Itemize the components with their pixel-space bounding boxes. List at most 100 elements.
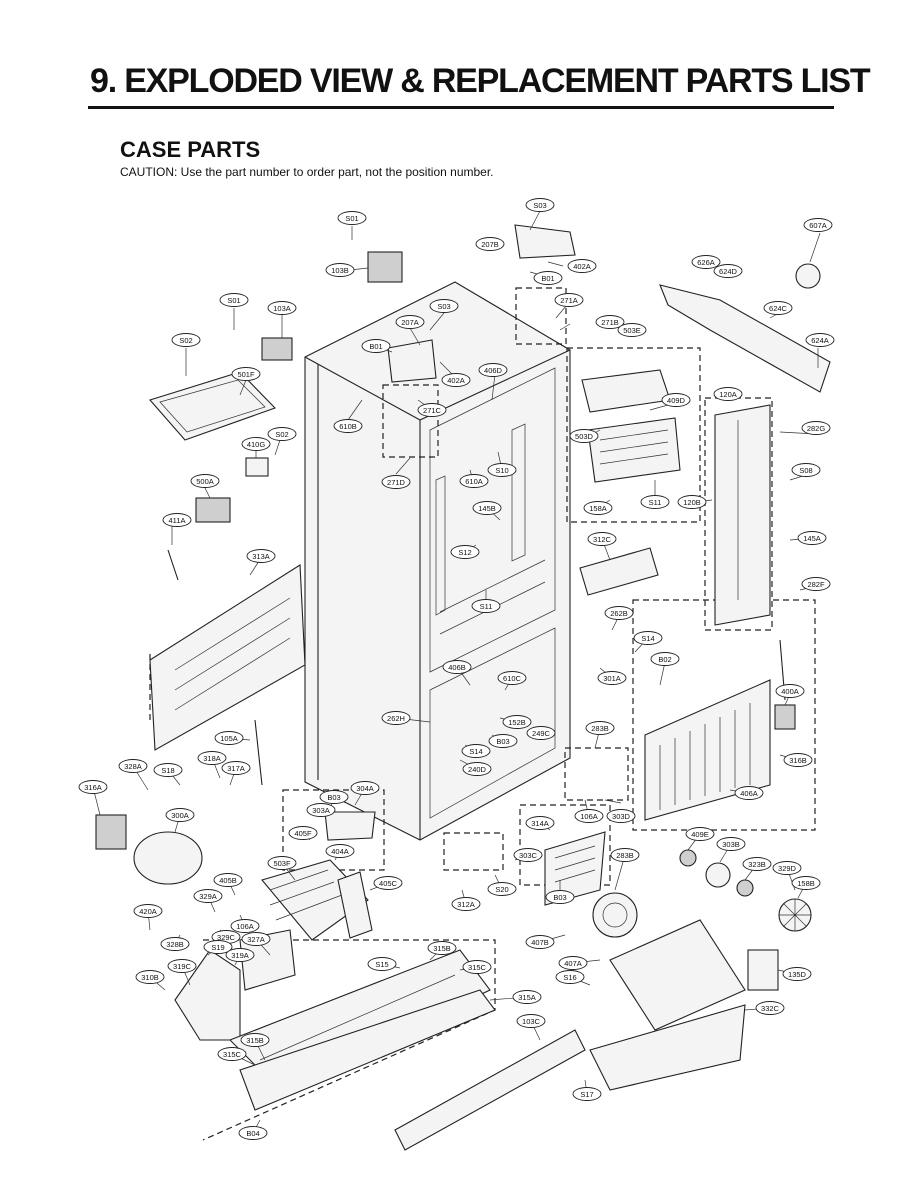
svg-text:283B: 283B bbox=[616, 851, 634, 860]
svg-text:271D: 271D bbox=[387, 478, 406, 487]
svg-text:S19: S19 bbox=[211, 943, 224, 952]
svg-text:315C: 315C bbox=[223, 1050, 242, 1059]
callout-label: 405B bbox=[213, 873, 243, 887]
svg-text:103B: 103B bbox=[331, 266, 349, 275]
callout-label: 315B bbox=[427, 941, 457, 955]
svg-text:319A: 319A bbox=[231, 951, 249, 960]
svg-text:271B: 271B bbox=[601, 318, 619, 327]
callout-label: 405F bbox=[288, 826, 318, 840]
svg-text:120B: 120B bbox=[683, 498, 701, 507]
callout-label: B02 bbox=[650, 652, 680, 666]
svg-text:S17: S17 bbox=[580, 1090, 593, 1099]
svg-text:S02: S02 bbox=[275, 430, 288, 439]
callout-label: 402A bbox=[441, 373, 471, 387]
part-drawings bbox=[92, 210, 831, 1151]
callout-label: 610A bbox=[459, 474, 489, 488]
svg-text:410G: 410G bbox=[247, 440, 266, 449]
callout-label: 207B bbox=[475, 237, 505, 251]
callout-label: 303B bbox=[716, 837, 746, 851]
svg-text:314A: 314A bbox=[531, 819, 549, 828]
svg-text:262B: 262B bbox=[610, 609, 628, 618]
svg-text:407A: 407A bbox=[564, 959, 582, 968]
svg-text:152B: 152B bbox=[508, 718, 526, 727]
callout-label: 329D bbox=[772, 861, 802, 875]
svg-text:319C: 319C bbox=[173, 962, 192, 971]
svg-text:329D: 329D bbox=[778, 864, 797, 873]
svg-text:312C: 312C bbox=[593, 535, 612, 544]
svg-text:106A: 106A bbox=[236, 922, 254, 931]
callout-label: 317A bbox=[221, 761, 251, 775]
svg-text:624D: 624D bbox=[719, 267, 738, 276]
callout-label: 409E bbox=[685, 827, 715, 841]
callout-label: 316A bbox=[78, 780, 108, 794]
callout-label: 282G bbox=[801, 421, 831, 435]
callout-label: 158A bbox=[583, 501, 613, 515]
svg-text:S10: S10 bbox=[495, 466, 508, 475]
svg-text:610C: 610C bbox=[503, 674, 522, 683]
callout-label: 405C bbox=[373, 876, 403, 890]
callout-label: 135D bbox=[782, 967, 812, 981]
svg-text:332C: 332C bbox=[761, 1004, 780, 1013]
svg-text:106A: 106A bbox=[580, 812, 598, 821]
svg-text:610A: 610A bbox=[465, 477, 483, 486]
svg-text:S12: S12 bbox=[458, 548, 471, 557]
svg-text:S03: S03 bbox=[437, 302, 450, 311]
svg-text:301A: 301A bbox=[603, 674, 621, 683]
svg-text:282G: 282G bbox=[807, 424, 826, 433]
callout-label: 607A bbox=[803, 218, 833, 232]
svg-text:207B: 207B bbox=[481, 240, 499, 249]
callout-label: S03 bbox=[429, 299, 459, 313]
callout-label: 145B bbox=[472, 501, 502, 515]
callout-label: 314A bbox=[525, 816, 555, 830]
callout-label: S15 bbox=[367, 957, 397, 971]
svg-text:282F: 282F bbox=[807, 580, 825, 589]
callout-label: 500A bbox=[190, 474, 220, 488]
callout-label: 402A bbox=[567, 259, 597, 273]
svg-text:317A: 317A bbox=[227, 764, 245, 773]
svg-text:207A: 207A bbox=[401, 318, 419, 327]
callout-label: 328A bbox=[118, 759, 148, 773]
svg-text:318A: 318A bbox=[203, 754, 221, 763]
svg-text:503F: 503F bbox=[273, 859, 291, 868]
callout-label: 409D bbox=[661, 393, 691, 407]
svg-text:624A: 624A bbox=[811, 336, 829, 345]
callout-label: 303D bbox=[606, 809, 636, 823]
component-parts bbox=[95, 224, 831, 1151]
svg-text:145B: 145B bbox=[478, 504, 496, 513]
callout-label: 319C bbox=[167, 959, 197, 973]
callout-label: S02 bbox=[171, 333, 201, 347]
callout-label: S14 bbox=[633, 631, 663, 645]
callout-label: 304A bbox=[350, 781, 380, 795]
svg-text:271A: 271A bbox=[560, 296, 578, 305]
svg-text:312A: 312A bbox=[457, 900, 475, 909]
svg-text:S14: S14 bbox=[469, 747, 482, 756]
svg-text:409D: 409D bbox=[667, 396, 686, 405]
svg-text:315B: 315B bbox=[246, 1036, 264, 1045]
svg-text:303A: 303A bbox=[312, 806, 330, 815]
callout-label: 411A bbox=[162, 513, 192, 527]
svg-text:624C: 624C bbox=[769, 304, 788, 313]
svg-text:404A: 404A bbox=[331, 847, 349, 856]
callout-label: 207A bbox=[395, 315, 425, 329]
svg-text:B03: B03 bbox=[553, 893, 566, 902]
svg-text:323B: 323B bbox=[748, 860, 766, 869]
svg-text:B04: B04 bbox=[246, 1129, 259, 1138]
callout-label: B03 bbox=[545, 890, 575, 904]
callout-label: 624C bbox=[763, 301, 793, 315]
svg-text:B03: B03 bbox=[496, 737, 509, 746]
svg-text:249C: 249C bbox=[532, 729, 551, 738]
svg-text:S14: S14 bbox=[641, 634, 654, 643]
callout-label: 240D bbox=[462, 762, 492, 776]
svg-text:303D: 303D bbox=[612, 812, 631, 821]
callout-label: 103C bbox=[516, 1014, 546, 1028]
svg-text:240D: 240D bbox=[468, 765, 487, 774]
callout-label: 610C bbox=[497, 671, 527, 685]
svg-text:420A: 420A bbox=[139, 907, 157, 916]
svg-text:303B: 303B bbox=[722, 840, 740, 849]
callout-label: S20 bbox=[487, 882, 517, 896]
callout-label: 120B bbox=[677, 495, 707, 509]
callout-label: 313A bbox=[246, 549, 276, 563]
callout-label: S16 bbox=[555, 970, 585, 984]
callout-label: 503E bbox=[617, 323, 647, 337]
